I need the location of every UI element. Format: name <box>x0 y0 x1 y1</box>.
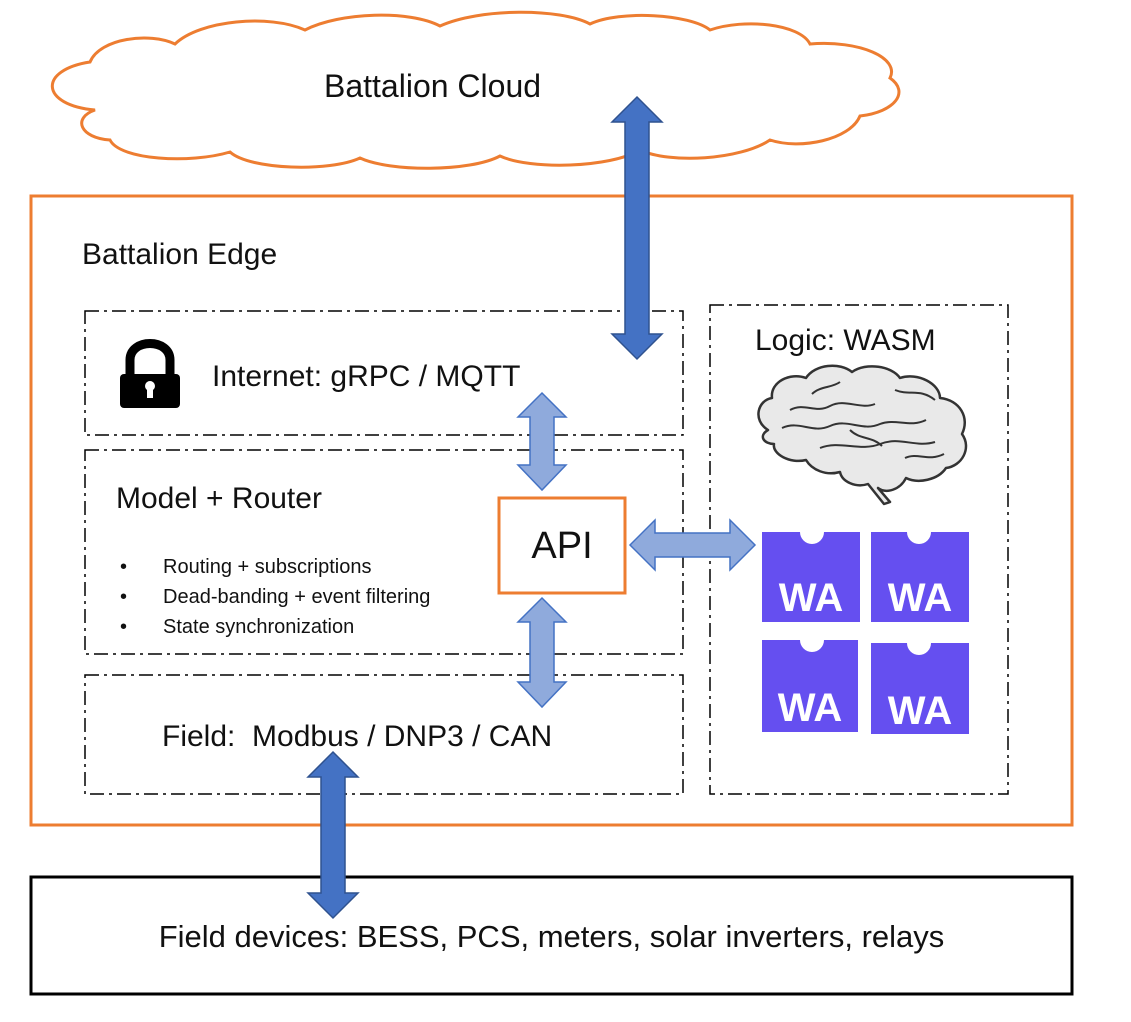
internet-label: Internet: gRPC / MQTT <box>212 360 521 393</box>
wasm-logo-icon <box>762 532 860 622</box>
brain-icon <box>757 364 968 506</box>
field-devices-label: Field devices: BESS, PCS, meters, solar … <box>158 919 945 954</box>
wasm-logo-icon <box>871 532 969 622</box>
wasm-tiles <box>762 532 969 734</box>
wasm-logo-icon <box>762 640 858 732</box>
bullet-item: State synchronization <box>118 612 430 642</box>
api-box <box>497 496 627 595</box>
cloud-internet-arrow <box>610 95 664 361</box>
bullet-item: Dead-banding + event filtering <box>118 582 430 612</box>
bullet-item: Routing + subscriptions <box>118 552 430 582</box>
field-devices-box <box>29 875 1074 996</box>
wasm-tile-label: WA <box>887 576 953 620</box>
logic-label: Logic: WASM <box>755 324 936 357</box>
edge-label: Battalion Edge <box>82 238 278 271</box>
field-label: Field: Modbus / DNP3 / CAN <box>162 720 553 753</box>
api-field-arrow <box>516 596 568 709</box>
field-devices-arrow <box>306 750 360 920</box>
wasm-tile-label: WA <box>777 686 843 730</box>
wasm-tile-label: WA <box>778 576 844 620</box>
model-router-bullets: Routing + subscriptions Dead-banding + e… <box>118 552 430 642</box>
wasm-tile-label: WA <box>887 689 953 733</box>
api-label: API <box>531 525 593 567</box>
cloud-label: Battalion Cloud <box>324 68 542 104</box>
cloud-shape <box>50 10 901 170</box>
api-logic-arrow <box>628 518 757 572</box>
internet-box <box>84 310 684 436</box>
model-router-box <box>84 449 684 655</box>
internet-api-arrow <box>516 391 568 492</box>
wasm-logo-icon <box>871 643 969 734</box>
lock-icon <box>120 339 180 408</box>
field-box <box>84 674 684 795</box>
edge-container <box>29 194 1074 827</box>
model-router-label: Model + Router <box>116 482 322 515</box>
